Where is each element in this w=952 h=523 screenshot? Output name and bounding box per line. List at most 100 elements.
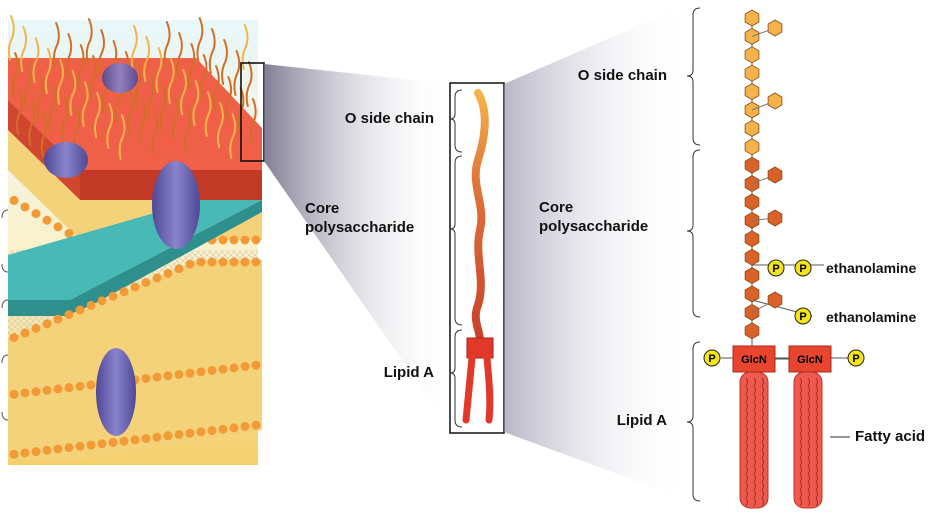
lipid-head — [108, 437, 118, 447]
lps-strand — [196, 17, 204, 63]
fatty-acid-column-left — [739, 371, 769, 509]
lipid-head — [31, 209, 41, 219]
phosphate-core-1 — [767, 259, 785, 277]
lipid-head — [251, 420, 261, 430]
lipid-head — [20, 202, 30, 212]
lps-strand — [249, 98, 257, 144]
lps-strand — [69, 70, 77, 116]
fatty-acid-chain — [745, 377, 748, 507]
lps-stalk — [471, 89, 489, 344]
lps-strand — [81, 81, 89, 127]
phosphate-core-2-label: P — [799, 263, 806, 275]
lipid-head — [185, 368, 195, 378]
lipid-head — [229, 363, 239, 373]
lps-strand — [77, 44, 85, 90]
lipid-head — [163, 268, 173, 278]
lipid-head — [86, 380, 96, 390]
sugar-residue — [744, 64, 760, 82]
sugar-residue — [744, 230, 760, 248]
lps-strand — [221, 39, 228, 85]
sugar-residue — [744, 83, 760, 101]
lipid-head — [163, 431, 173, 441]
lipid-a-head — [466, 337, 494, 359]
sugar-branch-residue — [767, 19, 783, 37]
lipid-head — [240, 235, 250, 245]
label-o-side-chain-right: O side chain — [577, 67, 667, 84]
label-ethanolamine-1: ethanolamine — [826, 260, 917, 276]
lps-strand — [40, 111, 48, 157]
lipid-head — [119, 287, 129, 297]
lps-strand — [216, 102, 224, 148]
lipid-head — [196, 257, 206, 267]
lipid-head — [207, 257, 217, 267]
lipid-head — [9, 389, 19, 399]
lps-strand — [225, 76, 233, 122]
sugar-residue — [744, 285, 760, 303]
lipid-head — [141, 373, 151, 383]
fatty-acid-column-right — [793, 371, 823, 509]
phosphate-lipid-a-right — [847, 349, 865, 367]
zoom-projection-1 — [264, 64, 452, 432]
lipid-head — [53, 444, 63, 454]
lps-strand — [192, 80, 200, 126]
lps-strand — [233, 50, 241, 96]
middle-braces — [449, 89, 463, 428]
lps-strand — [118, 114, 126, 160]
lps-strand — [188, 43, 196, 89]
lps-strand — [200, 54, 208, 100]
lipid-head — [218, 235, 228, 245]
label-core-line1-middle: Core — [305, 200, 340, 217]
lipid-head — [42, 319, 52, 329]
lipid-head — [152, 432, 162, 442]
lps-strand — [163, 21, 171, 67]
label-fatty-acid: Fatty acid — [855, 428, 926, 445]
lps-strand — [151, 110, 159, 156]
lps-strand — [98, 29, 105, 75]
label-o-side-chain-middle: O side chain — [344, 110, 434, 127]
sugar-branch-residue — [767, 166, 783, 184]
lps-strand — [106, 103, 114, 149]
lps-strand — [159, 84, 167, 130]
sugar-chain — [744, 9, 783, 340]
lps-strand — [229, 113, 237, 159]
lipid-head — [196, 367, 206, 377]
phosphate-core-2 — [794, 259, 812, 277]
lipid-head — [97, 296, 107, 306]
lipid-head — [75, 441, 85, 451]
lps-strand — [52, 22, 60, 68]
fatty-acid-chain — [799, 377, 802, 507]
zoom-projection-2 — [504, 4, 688, 500]
glcn-left-label: GlcN — [741, 354, 767, 366]
sugar-residue — [744, 156, 760, 174]
phosphate-lipid-a-left-label: P — [708, 353, 715, 365]
lipid-head — [229, 235, 239, 245]
lipid-head — [53, 384, 63, 394]
lipid-head — [42, 385, 52, 395]
lps-strand — [89, 55, 97, 101]
lps-slab-top — [8, 58, 262, 170]
lipid-head — [130, 282, 140, 292]
lps-strand — [48, 85, 56, 131]
lipid-head — [9, 195, 19, 205]
lipid-head — [251, 235, 261, 245]
porin-protein-2 — [102, 63, 138, 93]
lipid-head — [86, 440, 96, 450]
lipid-head — [152, 273, 162, 283]
phosphate-lipid-a-right-label: P — [852, 353, 859, 365]
lipid-head — [218, 364, 228, 374]
fatty-acid-chain — [807, 377, 810, 507]
lipid-head — [251, 257, 261, 267]
lps-strand — [241, 24, 249, 70]
fatty-acid-chain — [761, 377, 764, 507]
glcn-right-label: GlcN — [797, 354, 823, 366]
sugar-branch-residue — [767, 209, 783, 227]
lps-chains — [7, 15, 257, 160]
lipid-head — [64, 228, 74, 238]
lipid-head — [53, 314, 63, 324]
lipid-head — [229, 423, 239, 433]
lipid-head — [75, 305, 85, 315]
lps-molecule-panel — [449, 82, 505, 434]
lipid-head — [174, 369, 184, 379]
phosphate-core-1-label: P — [772, 263, 779, 275]
